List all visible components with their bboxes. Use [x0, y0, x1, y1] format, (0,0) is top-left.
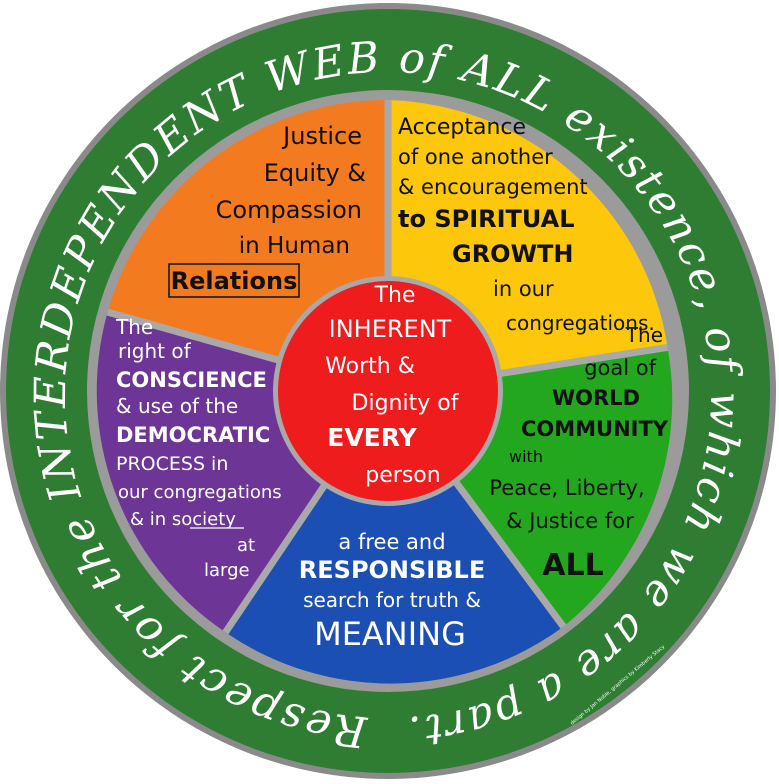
- acceptance-line-6: in our: [493, 277, 554, 301]
- center-line-1: The: [374, 283, 416, 308]
- center-line-6: person: [365, 463, 440, 488]
- relations-box: [168, 263, 300, 298]
- justice-line-5: Relations: [171, 267, 298, 295]
- justice-line-1: Justice: [281, 122, 362, 150]
- world-line-1: The: [625, 323, 663, 347]
- responsible-search-text: a free and RESPONSIBLE search for truth …: [299, 530, 485, 653]
- acceptance-line-1: Acceptance: [398, 115, 526, 140]
- segment-responsible-search: [225, 391, 564, 684]
- acceptance-line-3: & encouragement: [398, 175, 588, 199]
- center-line-2: INHERENT: [329, 315, 452, 343]
- world-line-3: WORLD: [552, 386, 640, 410]
- acceptance-text: Acceptance of one another & encouragemen…: [398, 115, 655, 335]
- conscience-line-9: at: [237, 535, 255, 556]
- acceptance-line-5: GROWTH: [452, 240, 574, 268]
- conscience-line-5: DEMOCRATIC: [116, 423, 270, 447]
- justice-line-3: Compassion: [216, 196, 362, 224]
- world-line-2: goal of: [584, 356, 656, 380]
- justice-text: Justice Equity & Compassion in Human: [216, 122, 366, 259]
- search-line-1: a free and: [338, 530, 445, 554]
- world-line-5: with: [509, 447, 543, 466]
- conscience-line-10: large: [204, 560, 250, 581]
- conscience-line-1: The: [115, 315, 153, 339]
- conscience-line-2: right of: [118, 339, 192, 363]
- center-line-4: Dignity of: [352, 391, 460, 416]
- conscience-line-8: & in society: [130, 509, 236, 530]
- world-line-7: & Justice for: [506, 509, 634, 533]
- center-text: The INHERENT Worth & Dignity of EVERY pe…: [325, 283, 460, 488]
- center-line-5: EVERY: [327, 423, 417, 452]
- search-line-3: search for truth &: [303, 588, 481, 612]
- world-line-6: Peace, Liberty,: [489, 476, 644, 500]
- justice-line-4: in Human: [239, 233, 350, 259]
- search-line-2: RESPONSIBLE: [299, 556, 485, 584]
- acceptance-line-2: of one another: [398, 145, 553, 169]
- world-line-4: COMMUNITY: [521, 417, 669, 441]
- conscience-line-7: our congregations: [118, 482, 282, 503]
- conscience-line-6: PROCESS in: [116, 453, 228, 475]
- justice-line-2: Equity &: [264, 159, 366, 187]
- center-circle: [278, 281, 498, 501]
- conscience-line-3: CONSCIENCE: [116, 368, 267, 392]
- acceptance-line-4: to SPIRITUAL: [398, 205, 575, 233]
- world-community-text: The goal of WORLD COMMUNITY: [521, 323, 669, 441]
- search-line-4: MEANING: [314, 615, 466, 653]
- conscience-text: The right of CONSCIENCE & use of the DEM…: [115, 315, 282, 581]
- conscience-line-4: & use of the: [116, 394, 238, 418]
- center-line-3: Worth &: [325, 354, 415, 379]
- world-line-8: ALL: [542, 548, 603, 583]
- world-community-text-lower: with Peace, Liberty, & Justice for ALL: [489, 447, 644, 583]
- acceptance-line-7: congregations.: [506, 311, 655, 335]
